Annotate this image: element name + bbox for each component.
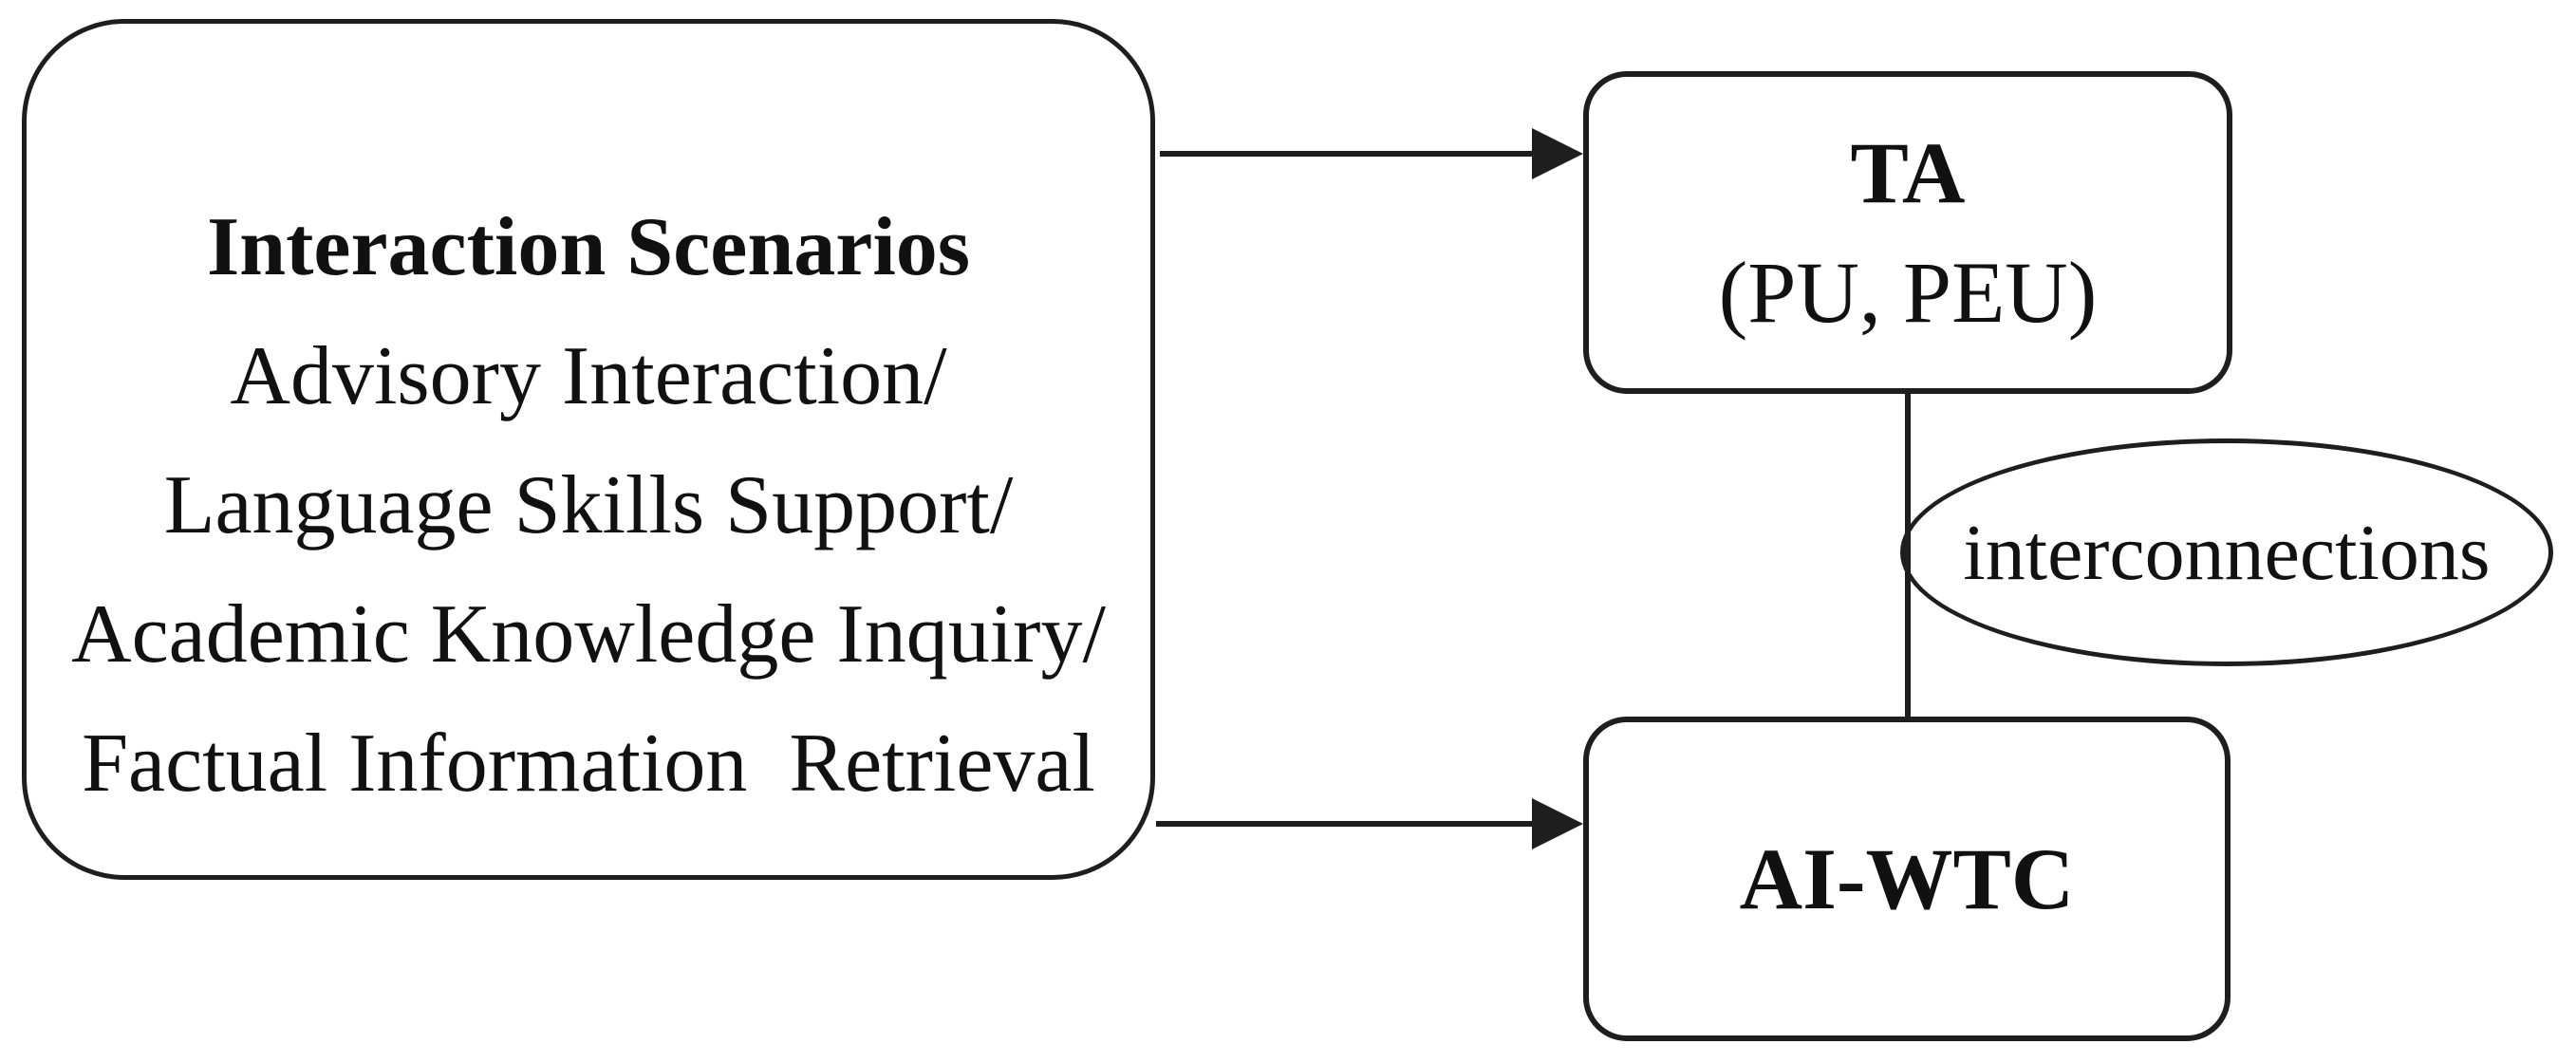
arrow-scenarios-to-aiwtc-head-icon [1532,798,1583,849]
node-interaction-scenarios: Interaction Scenarios Advisory Interacti… [22,19,1155,880]
aiwtc-title: AI-WTC [1739,830,2075,927]
interconnections-label: interconnections [1963,508,2491,597]
interconnections-ellipse: interconnections [1900,438,2553,666]
arrow-scenarios-to-ta-line [1160,151,1534,157]
arrow-scenarios-to-ta-head-icon [1532,128,1583,179]
arrow-scenarios-to-aiwtc-line [1156,821,1534,827]
scenario-line-advisory-interaction: Advisory Interaction/ [230,330,947,422]
node-aiwtc: AI-WTC [1583,717,2231,1041]
scenario-line-language-skills-support: Language Skills Support/ [163,459,1014,551]
interaction-scenarios-title: Interaction Scenarios [206,201,971,293]
ta-subtitle: (PU, PEU) [1718,244,2098,341]
ta-title: TA [1850,124,1966,221]
node-ta: TA (PU, PEU) [1583,71,2232,394]
scenario-line-factual-information-retrieval: Factual Information Retrieval [82,718,1095,810]
scenario-line-academic-knowledge-inquiry: Academic Knowledge Inquiry/ [71,588,1106,681]
